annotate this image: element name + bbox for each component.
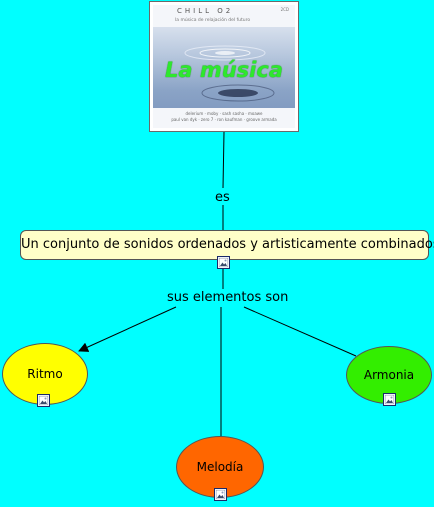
cover-subtitle: la música de relajación del futuro [175,18,251,23]
cover-badge: 2CD [280,7,289,12]
line-elements-to-armonia [243,306,357,357]
image-resource-icon[interactable] [37,394,50,407]
concept-armonia[interactable]: Armonia [346,346,432,404]
image-resource-icon[interactable] [383,393,396,406]
line-elements-to-ritmo [78,306,177,352]
linking-phrase-es[interactable]: es [213,190,232,205]
water-ripple-graphic [184,45,275,102]
cover-artists-line2: paul van dyk · zero 7 · ron kaufman · gr… [171,117,277,122]
image-resource-icon[interactable] [217,256,230,269]
album-cover-image[interactable]: CHILL O2 la música de relajación del fut… [149,1,299,132]
cover-footer: delerium · moby · sash sasha · moawe pau… [153,108,295,128]
cover-overlay-text: La música [164,58,283,82]
linking-phrase-elements[interactable]: sus elementos son [165,290,291,305]
album-cover-art: CHILL O2 la música de relajación del fut… [153,5,295,128]
concept-main[interactable]: Un conjunto de sonidos ordenados y artis… [20,230,434,260]
cover-title: CHILL O2 [177,7,234,15]
concept-melodia[interactable]: Melodía [176,436,264,498]
line-cover-to-es [222,131,225,189]
image-resource-icon[interactable] [214,488,227,501]
cover-header [153,5,295,27]
cover-artists-line1: delerium · moby · sash sasha · moawe [185,111,263,116]
